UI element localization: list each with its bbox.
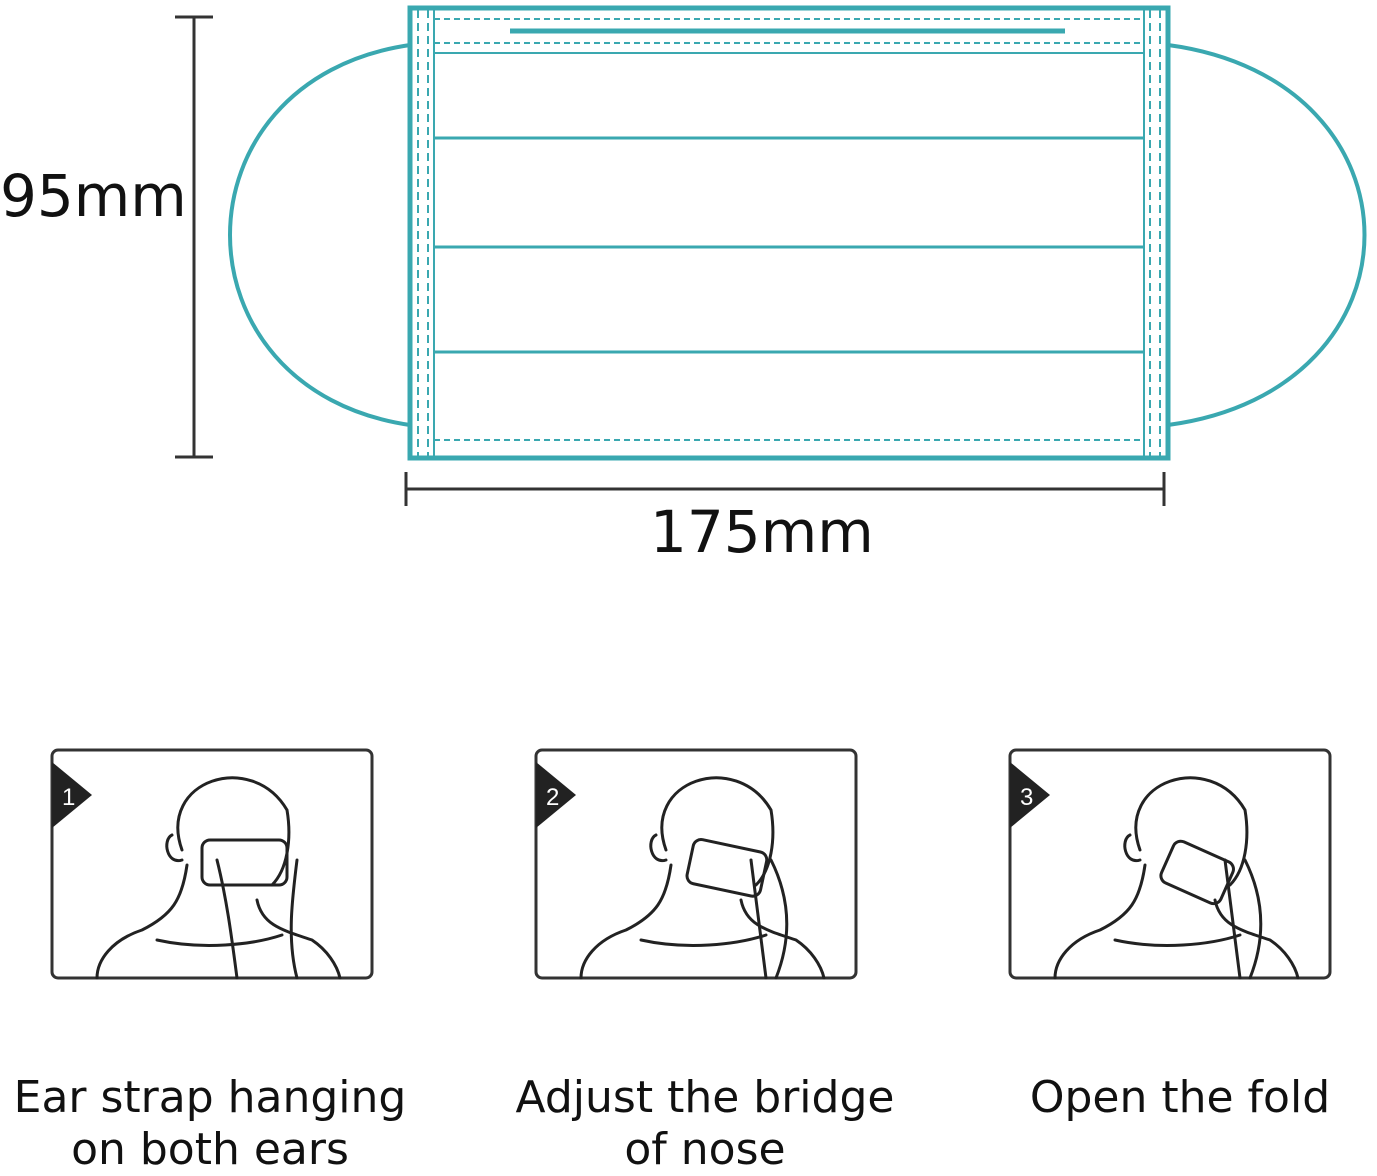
caption-line: Ear strap hanging bbox=[13, 1072, 407, 1123]
left-ear-loop bbox=[228, 43, 411, 427]
height-label: 95mm bbox=[0, 162, 187, 230]
mask-illustration bbox=[228, 5, 1367, 461]
step-badge bbox=[536, 762, 576, 828]
person-illustration bbox=[95, 776, 342, 980]
step-3-panel: 3 bbox=[1008, 748, 1332, 980]
step-1-caption: Ear strap hanging on both ears bbox=[0, 1072, 430, 1176]
step-number: 2 bbox=[546, 784, 559, 811]
person-illustration bbox=[579, 776, 826, 980]
step-badge bbox=[52, 762, 92, 828]
width-dimension-line bbox=[404, 472, 1166, 506]
step-1-panel: 1 bbox=[50, 748, 374, 980]
step-number: 1 bbox=[62, 784, 75, 811]
caption-line: Adjust the bridge bbox=[515, 1072, 895, 1123]
step-badge bbox=[1010, 762, 1050, 828]
width-label: 175mm bbox=[650, 498, 874, 566]
step-number: 3 bbox=[1020, 784, 1033, 811]
caption-line: of nose bbox=[624, 1124, 786, 1175]
step-2-caption: Adjust the bridge of nose bbox=[485, 1072, 925, 1176]
right-ear-loop bbox=[1167, 43, 1367, 427]
caption-line: Open the fold bbox=[1029, 1072, 1331, 1123]
step-3-caption: Open the fold bbox=[960, 1072, 1377, 1124]
height-dimension-line bbox=[175, 15, 213, 459]
caption-line: on both ears bbox=[71, 1124, 349, 1175]
step-2-panel: 2 bbox=[534, 748, 858, 980]
person-illustration bbox=[1053, 776, 1300, 980]
